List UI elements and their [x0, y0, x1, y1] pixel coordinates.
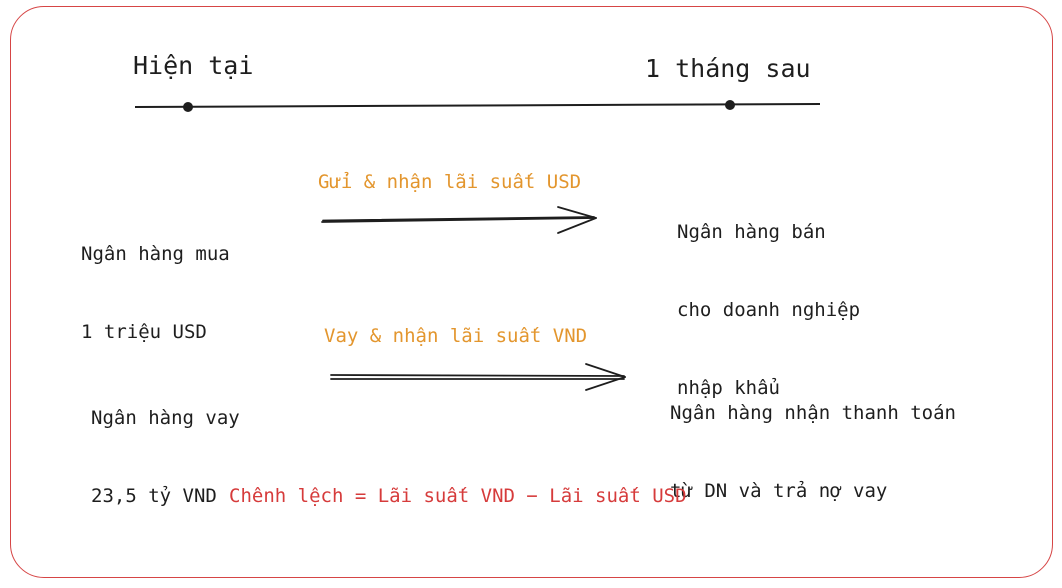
- timeline-line: [134, 103, 821, 108]
- row1-right-line2: cho doanh nghiệp: [677, 299, 861, 321]
- row2-left-line2: 23,5 tỷ VND: [91, 485, 217, 507]
- timeline-right-label: 1 tháng sau: [645, 54, 811, 83]
- row1-left-line1: Ngân hàng mua: [81, 243, 230, 265]
- row2-left-line1: Ngân hàng vay: [91, 407, 240, 429]
- timeline-left-label: Hiện tại: [133, 51, 254, 80]
- row1-right-line3: nhập khẩu: [677, 377, 780, 399]
- row2-arrow-label: Vay & nhận lãi suất VND: [324, 325, 588, 347]
- arrow-row2: [330, 363, 626, 391]
- row2-right-text: Ngân hàng nhận thanh toán từ DN và trả n…: [670, 348, 956, 530]
- row1-left-text: Ngân hàng mua 1 triệu USD: [81, 189, 230, 371]
- row2-left-text: Ngân hàng vay 23,5 tỷ VND: [91, 353, 240, 535]
- diagram-frame: [10, 6, 1053, 578]
- row2-right-line1: Ngân hàng nhận thanh toán: [670, 402, 956, 424]
- row1-left-line2: 1 triệu USD: [81, 321, 207, 343]
- row1-right-line1: Ngân hàng bán: [677, 221, 826, 243]
- timeline-end-dot: [725, 100, 735, 110]
- arrow-row1: [321, 206, 597, 234]
- timeline-start-dot: [183, 102, 193, 112]
- row1-right-text: Ngân hàng bán cho doanh nghiệp nhập khẩu: [677, 167, 860, 427]
- spread-formula: Chênh lệch = Lãi suất VND − Lãi suất USD: [229, 485, 687, 507]
- row1-arrow-label: Gửi & nhận lãi suất USD: [318, 171, 582, 193]
- row2-right-line2: từ DN và trả nợ vay: [670, 480, 888, 502]
